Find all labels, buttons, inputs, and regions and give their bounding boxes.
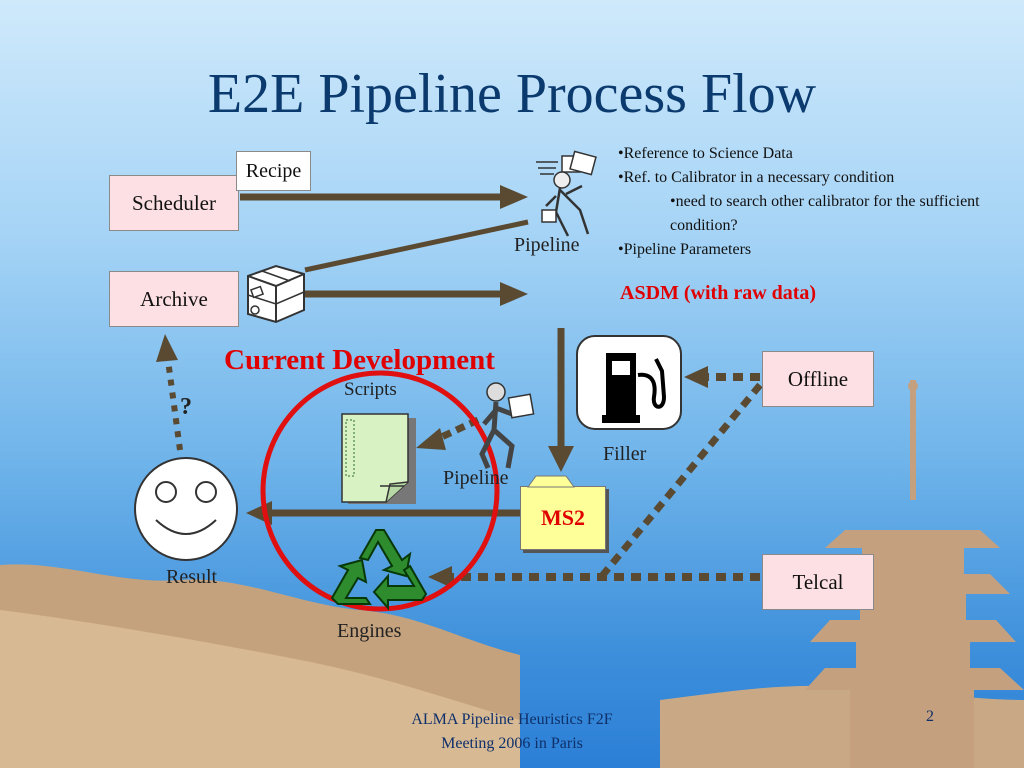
ms2-folder: MS2 bbox=[520, 486, 606, 550]
pipeline-figure-icon bbox=[536, 150, 597, 237]
smiley-face-icon bbox=[134, 457, 238, 561]
telcal-label: Telcal bbox=[792, 569, 844, 594]
offline-label: Offline bbox=[787, 366, 849, 391]
filler-label: Filler bbox=[603, 443, 647, 465]
archive-box: Archive bbox=[109, 271, 239, 327]
asdm-annotation: ASDM (with raw data) bbox=[620, 282, 817, 304]
footer-line-1: ALMA Pipeline Heuristics F2F bbox=[411, 711, 613, 728]
archive-label: Archive bbox=[140, 286, 208, 311]
scripts-label: Scripts bbox=[344, 379, 397, 400]
pipeline-top-label: Pipeline bbox=[514, 234, 580, 256]
note-science-data: •Reference to Science Data bbox=[618, 145, 793, 162]
recycle-icon bbox=[330, 529, 428, 611]
pipeline-mid-label: Pipeline bbox=[443, 467, 509, 489]
telcal-box: Telcal bbox=[762, 554, 874, 610]
offline-diagonal-link bbox=[599, 382, 763, 579]
page-number: 2 bbox=[926, 708, 934, 725]
recipe-box: Recipe bbox=[236, 151, 311, 191]
current-development-circle bbox=[260, 370, 500, 612]
arrow-pipeline-to-scripts bbox=[433, 416, 480, 444]
slide-footer: ALMA Pipeline Heuristics F2F Meeting 200… bbox=[352, 708, 672, 756]
note-parameters: •Pipeline Parameters bbox=[618, 241, 752, 258]
scheduler-label: Scheduler bbox=[132, 190, 216, 215]
archive-to-pipeline-link bbox=[304, 219, 529, 273]
engines-label: Engines bbox=[337, 620, 402, 642]
pipeline-notes: •Reference to Science Data •Ref. to Cali… bbox=[618, 142, 998, 262]
pipeline-runner-icon bbox=[479, 382, 535, 469]
current-development-label: Current Development bbox=[224, 344, 495, 376]
arrow-result-to-archive bbox=[165, 359, 183, 451]
result-label: Result bbox=[166, 566, 218, 588]
ms2-label: MS2 bbox=[541, 505, 585, 530]
footer-line-2: Meeting 2006 in Paris bbox=[441, 735, 583, 752]
note-calibrator: •Ref. to Calibrator in a necessary condi… bbox=[618, 169, 895, 186]
folder-tab-icon bbox=[527, 475, 575, 488]
offline-box: Offline bbox=[762, 351, 874, 407]
recipe-label: Recipe bbox=[245, 159, 302, 182]
script-document-icon bbox=[341, 413, 416, 504]
fuel-pump-icon bbox=[576, 335, 682, 430]
question-mark: ? bbox=[180, 394, 192, 420]
note-search-calibrator: •need to search other calibrator for the… bbox=[670, 193, 980, 234]
scheduler-box: Scheduler bbox=[109, 175, 239, 231]
slide-title: E2E Pipeline Process Flow bbox=[207, 63, 817, 125]
archive-cube-icon bbox=[247, 264, 305, 324]
